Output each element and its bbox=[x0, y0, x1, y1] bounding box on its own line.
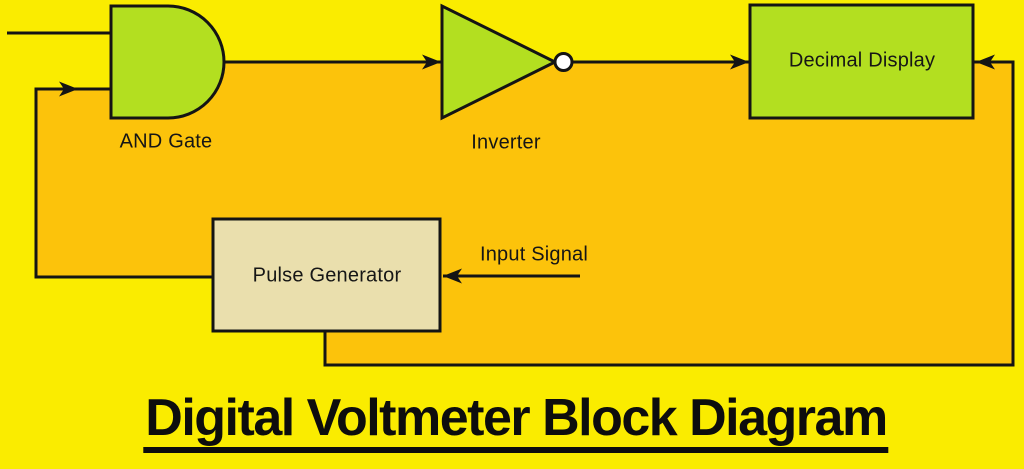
decimal-display-box bbox=[748, 3, 975, 120]
decimal-display-label: Decimal Display bbox=[788, 49, 936, 72]
page-title: Digital Voltmeter Block Diagram bbox=[143, 392, 889, 453]
and-gate-symbol bbox=[109, 4, 226, 120]
arrowhead-right-icon bbox=[59, 81, 78, 97]
pulse-generator-label: Pulse Generator bbox=[252, 264, 402, 287]
arrowhead-right-icon bbox=[422, 54, 441, 70]
inverter-symbol bbox=[440, 3, 559, 121]
and-gate-label: AND Gate bbox=[119, 130, 213, 153]
arrowhead-right-icon bbox=[730, 54, 749, 70]
inverter-bubble-icon bbox=[553, 52, 574, 72]
arrowhead-left-icon bbox=[443, 268, 462, 284]
inverter-label: Inverter bbox=[471, 131, 541, 154]
arrowhead-left-icon bbox=[976, 54, 995, 70]
pulse-generator-box bbox=[211, 217, 442, 333]
input-signal-label: Input Signal bbox=[479, 243, 589, 266]
